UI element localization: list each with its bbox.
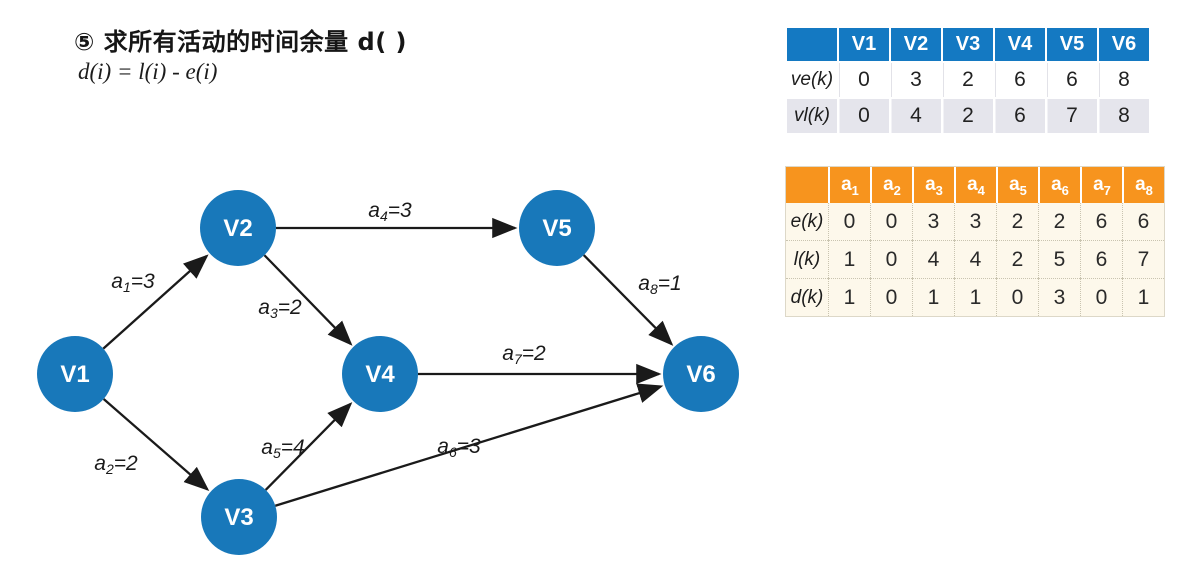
column-header: a1	[828, 167, 870, 203]
corner-cell	[787, 28, 837, 61]
table-cell: 1	[828, 240, 870, 278]
table-cell: 3	[912, 203, 954, 240]
edge-label-v3-v4: a5=4	[261, 436, 304, 461]
table-cell: 1	[954, 278, 996, 316]
column-header: a3	[912, 167, 954, 203]
table-cell: 2	[996, 203, 1038, 240]
graph-node-v4	[342, 336, 418, 412]
graph-node-v3	[201, 479, 277, 555]
table-cell: 0	[870, 203, 912, 240]
graph-edge-v3-v4	[264, 402, 353, 491]
table-cell: 0	[870, 278, 912, 316]
edge-label-v1-v2: a1=3	[111, 270, 155, 295]
table-cell: 1	[912, 278, 954, 316]
table-cell: 2	[1038, 203, 1080, 240]
graph-edge-v3-v6	[274, 383, 664, 507]
edge-label-v4-v6: a7=2	[502, 342, 546, 367]
graph-node-label-v3: V3	[224, 504, 253, 531]
column-header: a2	[870, 167, 912, 203]
row-label: ve(k)	[787, 63, 837, 97]
column-header: a7	[1080, 167, 1122, 203]
table-cell: 1	[828, 278, 870, 316]
graph-node-label-v6: V6	[686, 361, 715, 388]
column-header: a6	[1038, 167, 1080, 203]
column-header: V4	[995, 28, 1045, 61]
table-cell: 7	[1047, 99, 1097, 133]
table-cell: 2	[943, 99, 993, 133]
table-cell: 1	[1122, 278, 1164, 316]
table-cell: 7	[1122, 240, 1164, 278]
graph-node-label-v5: V5	[542, 215, 571, 242]
slack-formula: d(i) = l(i) - e(i)	[78, 59, 218, 84]
page-title: ⑤ 求所有活动的时间余量 d( )	[74, 28, 408, 56]
table-cell: 0	[870, 240, 912, 278]
table-cell: 8	[1099, 63, 1149, 97]
column-header: a4	[954, 167, 996, 203]
graph-node-label-v4: V4	[365, 361, 395, 388]
row-label: l(k)	[786, 240, 828, 278]
table-cell: 0	[1080, 278, 1122, 316]
table-cell: 2	[996, 240, 1038, 278]
table-cell: 4	[954, 240, 996, 278]
table-cell: 6	[995, 99, 1045, 133]
table-cell: 3	[891, 63, 941, 97]
graph-edge-v5-v6	[582, 254, 674, 346]
corner-cell	[786, 167, 828, 203]
edge-label-v2-v5: a4=3	[368, 199, 412, 224]
table-cell: 0	[996, 278, 1038, 316]
table-cell: 4	[912, 240, 954, 278]
column-header: V5	[1047, 28, 1097, 61]
row-label: e(k)	[790, 210, 824, 232]
edge-label-v1-v3: a2=2	[94, 452, 138, 477]
column-header: V1	[839, 28, 889, 61]
table-cell: 4	[891, 99, 941, 133]
table-cell: 5	[1038, 240, 1080, 278]
graph-node-v6	[663, 336, 739, 412]
table-cell: 6	[1122, 203, 1164, 240]
table-cell: 6	[1080, 240, 1122, 278]
graph-node-v5	[519, 190, 595, 266]
table-cell: 0	[828, 203, 870, 240]
graph-node-label-v1: V1	[60, 361, 89, 388]
row-label: d(k)	[786, 278, 828, 316]
graph-node-v1	[37, 336, 113, 412]
graph-node-label-v2: V2	[223, 215, 252, 242]
graph-edge-v2-v4	[263, 254, 353, 346]
table-cell: 6	[1047, 63, 1097, 97]
table-cell: 6	[1080, 203, 1122, 240]
row-label: vl(k)	[787, 99, 837, 133]
table-cell: 2	[943, 63, 993, 97]
graph-edge-v1-v3	[102, 398, 210, 492]
graph-edge-v1-v2	[102, 254, 209, 350]
edge-label-v5-v6: a8=1	[638, 272, 681, 297]
column-header: V2	[891, 28, 941, 61]
table-cell: 6	[995, 63, 1045, 97]
table-cell: 0	[839, 63, 889, 97]
column-header: a8	[1122, 167, 1164, 203]
graph-node-v2	[200, 190, 276, 266]
edge-label-v3-v6: a6=3	[437, 435, 481, 460]
table-cell: 3	[954, 203, 996, 240]
column-header: V6	[1099, 28, 1149, 61]
edge-label-v2-v4: a3=2	[258, 296, 302, 321]
column-header: V3	[943, 28, 993, 61]
table-cell: 0	[839, 99, 889, 133]
table-cell: 8	[1099, 99, 1149, 133]
column-header: a5	[996, 167, 1038, 203]
table-cell: 3	[1038, 278, 1080, 316]
